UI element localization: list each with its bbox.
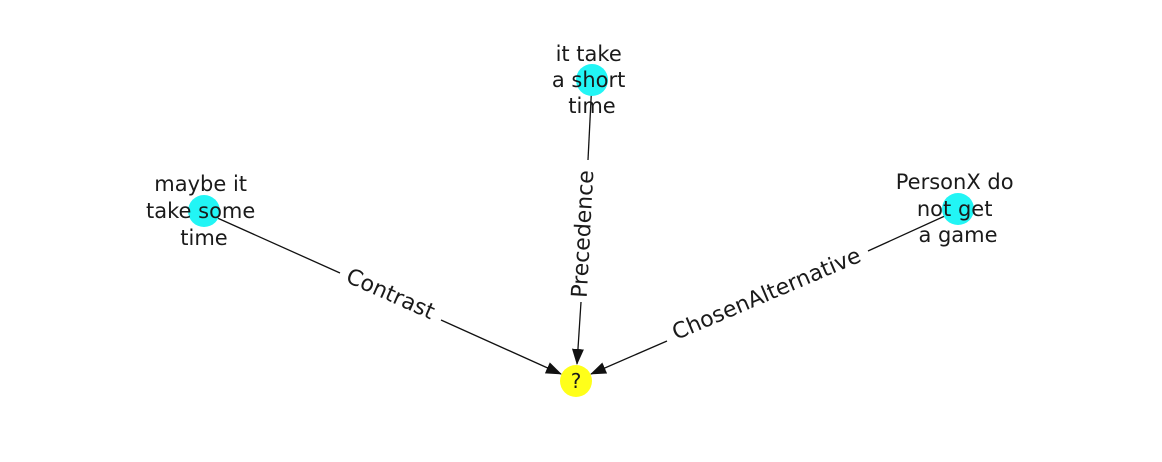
node-circle	[188, 195, 220, 227]
node-label-line: it take	[556, 42, 622, 66]
node-it-take-a-short-time: it take a short time	[552, 42, 632, 118]
edge-label-precedence: Precedence	[568, 170, 600, 299]
svg-text:it take a short ti: it take a short time	[552, 42, 632, 118]
edge-contrast	[203, 211, 562, 375]
node-personx-do-not-get-a-game: PersonX do not get a game	[896, 170, 1021, 247]
node-label-line: time	[568, 94, 615, 118]
node-label-line: time	[180, 226, 227, 250]
edge-label-contrast: Contrast	[342, 264, 438, 325]
node-maybe-it-take-some-time: maybe it take some time	[146, 172, 262, 250]
node-label-line: take some	[146, 199, 255, 223]
node-circle	[560, 365, 592, 397]
node-label-line: maybe it	[154, 172, 247, 196]
edge-chosen-alternative	[590, 209, 959, 375]
node-label-line: PersonX do	[896, 170, 1014, 194]
svg-text:PersonX do not get: PersonX do not get a game	[896, 170, 1021, 247]
node-circle	[576, 64, 608, 96]
node-label-line: a short	[552, 68, 626, 92]
edge-label-chosen-alternative: ChosenAlternative	[669, 243, 865, 345]
svg-text:maybe it take some: maybe it take some time	[146, 172, 262, 250]
node-label-line: a game	[918, 223, 997, 247]
node-label-line: not get	[917, 197, 993, 221]
target-node-label: ?	[571, 369, 582, 393]
node-circle	[942, 193, 974, 225]
node-target-question: ?	[560, 365, 592, 397]
